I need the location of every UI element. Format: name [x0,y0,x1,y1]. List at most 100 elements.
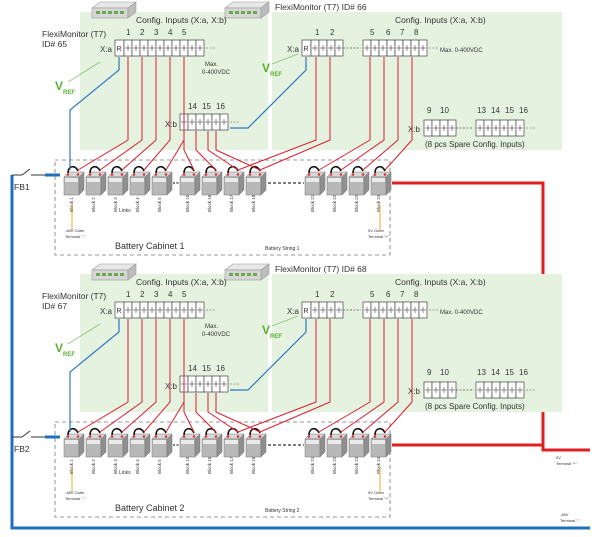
input-number-a: 4 [168,290,173,299]
monitor-a-id: ID# 65 [42,39,67,49]
output-pos-label-1: 0V [556,455,561,460]
spare-input-number: 15 [505,106,514,115]
max-voltage-b-label: Max. 0-400VDC [440,310,483,316]
battery-block-icon [223,427,245,458]
battery-block-icon [129,165,151,196]
battery-block-label: Block 22 [332,456,337,474]
max-voltage-a-label: Max. [205,324,218,330]
input-number-b: 1 [315,290,320,299]
output-neg-label-1: -48V [560,512,569,517]
xa-label-b: X:a [287,45,300,54]
monitor-a-title: FlexiMonitor (T7) [42,29,106,39]
battery-block-label: Block 2 [91,459,96,474]
input-number-a: 3 [154,28,159,37]
max-voltage-a-value: 0-400VDC [202,70,231,76]
battery-block-label: Block 2 [91,197,96,212]
flexi-monitor-device-icon [224,1,270,19]
outer-pos-label-1: 0V Outer [368,228,385,233]
battery-block-label: Block 1 [69,459,74,474]
battery-block-icon [304,427,326,458]
input-number-a: 1 [126,290,131,299]
battery-block-label: Block 22 [332,194,337,212]
monitor-b-title: FlexiMonitor (T7) ID# 68 [275,264,367,274]
r-terminal-a: R [117,308,122,315]
vref-wire-b [230,57,307,129]
vref-wire-a [69,319,120,432]
battery-block-label: Block 23 [354,194,359,212]
fuse-label: FB2 [14,444,30,454]
battery-string-label: Battery String 2 [265,508,300,514]
outer-pos-label-2: Terminal "+" [368,496,390,501]
config-inputs-b-title: Config. Inputs (X:a, X:b) [395,277,486,287]
battery-block-label: Block 18 [251,194,256,212]
battery-block-icon [151,165,173,196]
outer-neg-label-1: -48V Outer [65,228,85,233]
r-terminal-b: R [304,46,309,53]
spare-input-number: 13 [477,368,486,377]
r-terminal-b: R [304,308,309,315]
spare-input-number: 16 [519,106,528,115]
negative-bus [10,175,590,530]
xb-label-a: X:b [165,382,178,391]
output-neg-label-2: Terminal "-" [560,518,581,523]
terminal-strip-spare [423,381,536,399]
xb-label-a: X:b [165,120,178,129]
battery-block-icon [107,165,129,196]
battery-block-label: Block 15 [185,456,190,474]
vref-label-a: V [55,79,63,93]
vref-sub-a: REF [63,352,75,358]
battery-block-label: Block 24 [376,456,381,474]
fuse-switch-icon [12,430,45,438]
battery-string-label: Battery String 1 [265,246,300,252]
input-number-b: 8 [414,290,419,299]
battery-block-label: Block 21 [310,456,315,474]
battery-block-icon [370,427,392,458]
battery-block-label: Block 4 [135,459,140,474]
battery-block-icon [107,427,129,458]
input-number-b: 5 [370,28,375,37]
battery-block-label: Block 1 [69,197,74,212]
battery-cabinet-box [54,421,391,518]
outer-neg-label-2: Terminal "-" [65,496,86,501]
outer-pos-label-2: Terminal "+" [368,234,390,239]
links-label: Links [119,208,131,214]
terminal-strip-xa-a [123,39,216,57]
fuse-label: FB1 [14,182,30,192]
battery-block-icon [63,165,85,196]
max-voltage-b-label: Max. 0-400VDC [440,48,483,54]
spare-inputs-label: (8 pcs Spare Config. Inputs) [425,402,525,411]
outer-neg-label-1: -48V Outer [65,490,85,495]
battery-block-label: Block 17 [229,456,234,474]
input-number-a: 2 [140,290,145,299]
battery-block-label: Block 23 [354,456,359,474]
vref-wire-b [230,319,307,391]
battery-block-label: Block 24 [376,194,381,212]
spare-input-number: 10 [440,368,449,377]
xa-label-a: X:a [100,45,113,54]
battery-block-icon [201,165,223,196]
battery-block-label: Block 5 [157,459,162,474]
spare-input-number: 14 [491,106,500,115]
xa-label-b: X:a [287,307,300,316]
outer-neg-label-2: Terminal "-" [65,234,86,239]
battery-block-icon [151,427,173,458]
vref-label-b: V [262,323,270,337]
spare-input-number: 14 [491,368,500,377]
vref-sub-a: REF [63,90,75,96]
spare-input-number: 10 [440,106,449,115]
input-number-a: 4 [168,28,173,37]
battery-block-label: Block 18 [251,456,256,474]
battery-block-icon [326,165,348,196]
config-inputs-b-title: Config. Inputs (X:a, X:b) [395,15,486,25]
outer-pos-label-1: 0V Outer [368,490,385,495]
input-number-a: 1 [126,28,131,37]
vref-wire-a [69,57,120,170]
input-number-a: 2 [140,28,145,37]
vref-sub-b: REF [270,334,282,340]
config-inputs-a-title: Config. Inputs (X:a, X:b) [136,277,227,287]
input-number-b: 2 [330,28,335,37]
battery-block-label: Block 5 [157,197,162,212]
max-voltage-a-label: Max. [205,62,218,68]
input-number-b: 7 [400,28,405,37]
